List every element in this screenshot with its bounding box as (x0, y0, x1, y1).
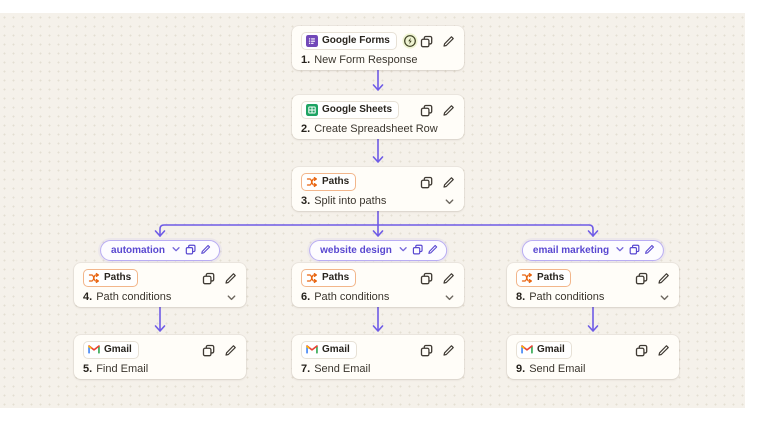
edit-icon[interactable] (442, 176, 455, 189)
app-badge-paths: Paths (301, 269, 357, 287)
copy-icon[interactable] (185, 244, 196, 258)
edit-icon[interactable] (442, 344, 455, 357)
chevron-down-icon[interactable] (444, 292, 455, 303)
step-card-find-email[interactable]: Gmail 5. Find Email (74, 335, 246, 379)
branch-label-email-marketing[interactable]: email marketing (521, 240, 665, 261)
app-badge-gmail: Gmail (516, 341, 572, 359)
step-title: 8. Path conditions (516, 291, 670, 304)
edit-icon[interactable] (427, 244, 438, 258)
step-title: 2. Create Spreadsheet Row (301, 123, 438, 135)
copy-icon[interactable] (202, 344, 215, 357)
branch-label-text: automation (111, 245, 165, 256)
app-badge-google-sheets: Google Sheets (301, 101, 400, 119)
step-title: 5. Find Email (83, 363, 149, 375)
copy-icon[interactable] (420, 176, 433, 189)
gmail-icon (88, 344, 100, 356)
copy-icon[interactable] (420, 104, 433, 117)
chevron-down-icon[interactable] (398, 244, 408, 257)
step-title: 4. Path conditions (83, 291, 237, 304)
app-badge-gmail: Gmail (83, 341, 139, 359)
step-card-send-email-7[interactable]: Gmail 7. Send Email (292, 335, 464, 379)
app-badge-paths: Paths (301, 173, 357, 191)
edit-icon[interactable] (442, 35, 455, 48)
app-badge-gmail: Gmail (301, 341, 357, 359)
app-badge-label: Gmail (104, 344, 132, 355)
app-badge-google-forms: Google Forms (301, 32, 397, 50)
copy-icon[interactable] (635, 344, 648, 357)
chevron-down-icon[interactable] (659, 292, 670, 303)
app-badge-label: Paths (322, 272, 350, 283)
app-badge-label: Paths (322, 176, 350, 187)
app-badge-label: Google Forms (322, 35, 390, 46)
chevron-down-icon[interactable] (615, 244, 625, 257)
copy-icon[interactable] (412, 244, 423, 258)
step-card-send-email-9[interactable]: Gmail 9. Send Email (507, 335, 679, 379)
edit-icon[interactable] (657, 344, 670, 357)
edit-icon[interactable] (644, 244, 655, 258)
step-card-create-spreadsheet-row[interactable]: Google Sheets 2. Create Spreadsheet Row (292, 95, 464, 139)
paths-icon (521, 272, 533, 284)
gmail-icon (306, 344, 318, 356)
edit-icon[interactable] (224, 272, 237, 285)
step-title: 3. Split into paths (301, 195, 455, 208)
step-card-new-form-response[interactable]: Google Forms 1. New Form Response (292, 26, 464, 70)
instant-trigger-icon (402, 33, 418, 49)
step-card-path-conditions-6[interactable]: Paths 6. Path conditions (292, 263, 464, 307)
copy-icon[interactable] (420, 344, 433, 357)
gmail-icon (521, 344, 533, 356)
app-badge-label: Paths (537, 272, 565, 283)
branch-label-website-design[interactable]: website design (309, 240, 447, 261)
chevron-down-icon[interactable] (226, 292, 237, 303)
copy-icon[interactable] (420, 35, 433, 48)
app-badge-label: Gmail (537, 344, 565, 355)
app-badge-label: Gmail (322, 344, 350, 355)
edit-icon[interactable] (442, 104, 455, 117)
paths-icon (88, 272, 100, 284)
app-badge-paths: Paths (516, 269, 572, 287)
branch-label-text: email marketing (532, 245, 610, 256)
copy-icon[interactable] (202, 272, 215, 285)
google-forms-icon (306, 35, 318, 47)
edit-icon[interactable] (200, 244, 211, 258)
edit-icon[interactable] (224, 344, 237, 357)
step-card-split-into-paths[interactable]: Paths 3. Split into paths (292, 167, 464, 211)
google-sheets-icon (306, 104, 318, 116)
copy-icon[interactable] (629, 244, 640, 258)
chevron-down-icon[interactable] (171, 244, 181, 257)
branch-label-text: website design (320, 245, 392, 256)
step-title: 1. New Form Response (301, 54, 418, 66)
step-card-path-conditions-8[interactable]: Paths 8. Path conditions (507, 263, 679, 307)
workflow-canvas[interactable]: Google Forms 1. New Form Response (0, 13, 745, 408)
step-card-path-conditions-4[interactable]: Paths 4. Path conditions (74, 263, 246, 307)
edit-icon[interactable] (657, 272, 670, 285)
chevron-down-icon[interactable] (444, 196, 455, 207)
paths-icon (306, 176, 318, 188)
copy-icon[interactable] (420, 272, 433, 285)
branch-label-automation[interactable]: automation (100, 240, 220, 261)
paths-icon (306, 272, 318, 284)
app-badge-label: Paths (104, 272, 132, 283)
app-badge-paths: Paths (83, 269, 139, 287)
copy-icon[interactable] (635, 272, 648, 285)
edit-icon[interactable] (442, 272, 455, 285)
step-title: 6. Path conditions (301, 291, 455, 304)
step-title: 9. Send Email (516, 363, 586, 375)
app-badge-label: Google Sheets (322, 104, 393, 115)
step-title: 7. Send Email (301, 363, 371, 375)
